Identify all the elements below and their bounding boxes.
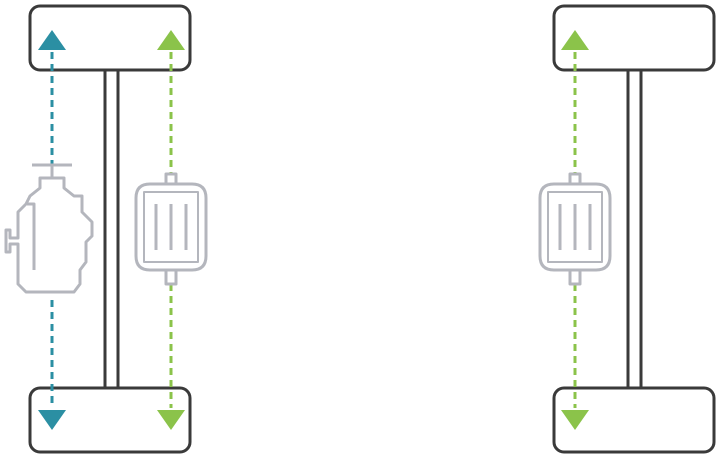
left-drive-shaft <box>103 70 120 388</box>
right-motor-arrow-down <box>561 410 589 430</box>
combustion-engine-icon <box>4 163 94 294</box>
left-engine-arrow-down <box>38 410 66 430</box>
left-rear-axle <box>28 386 192 454</box>
right-drive-shaft <box>626 70 643 388</box>
left-motor-arrow-up <box>157 30 185 50</box>
right-electric-motor-icon <box>538 172 612 286</box>
right-rear-axle <box>552 386 716 454</box>
right-drivetrain <box>538 4 716 454</box>
left-engine-arrow-up <box>38 30 66 50</box>
left-motor-arrow-down <box>157 410 185 430</box>
left-electric-motor-icon <box>134 172 208 286</box>
right-front-axle <box>552 4 716 72</box>
left-front-axle <box>28 4 192 72</box>
left-drivetrain <box>4 4 208 454</box>
right-motor-arrow-up <box>561 30 589 50</box>
